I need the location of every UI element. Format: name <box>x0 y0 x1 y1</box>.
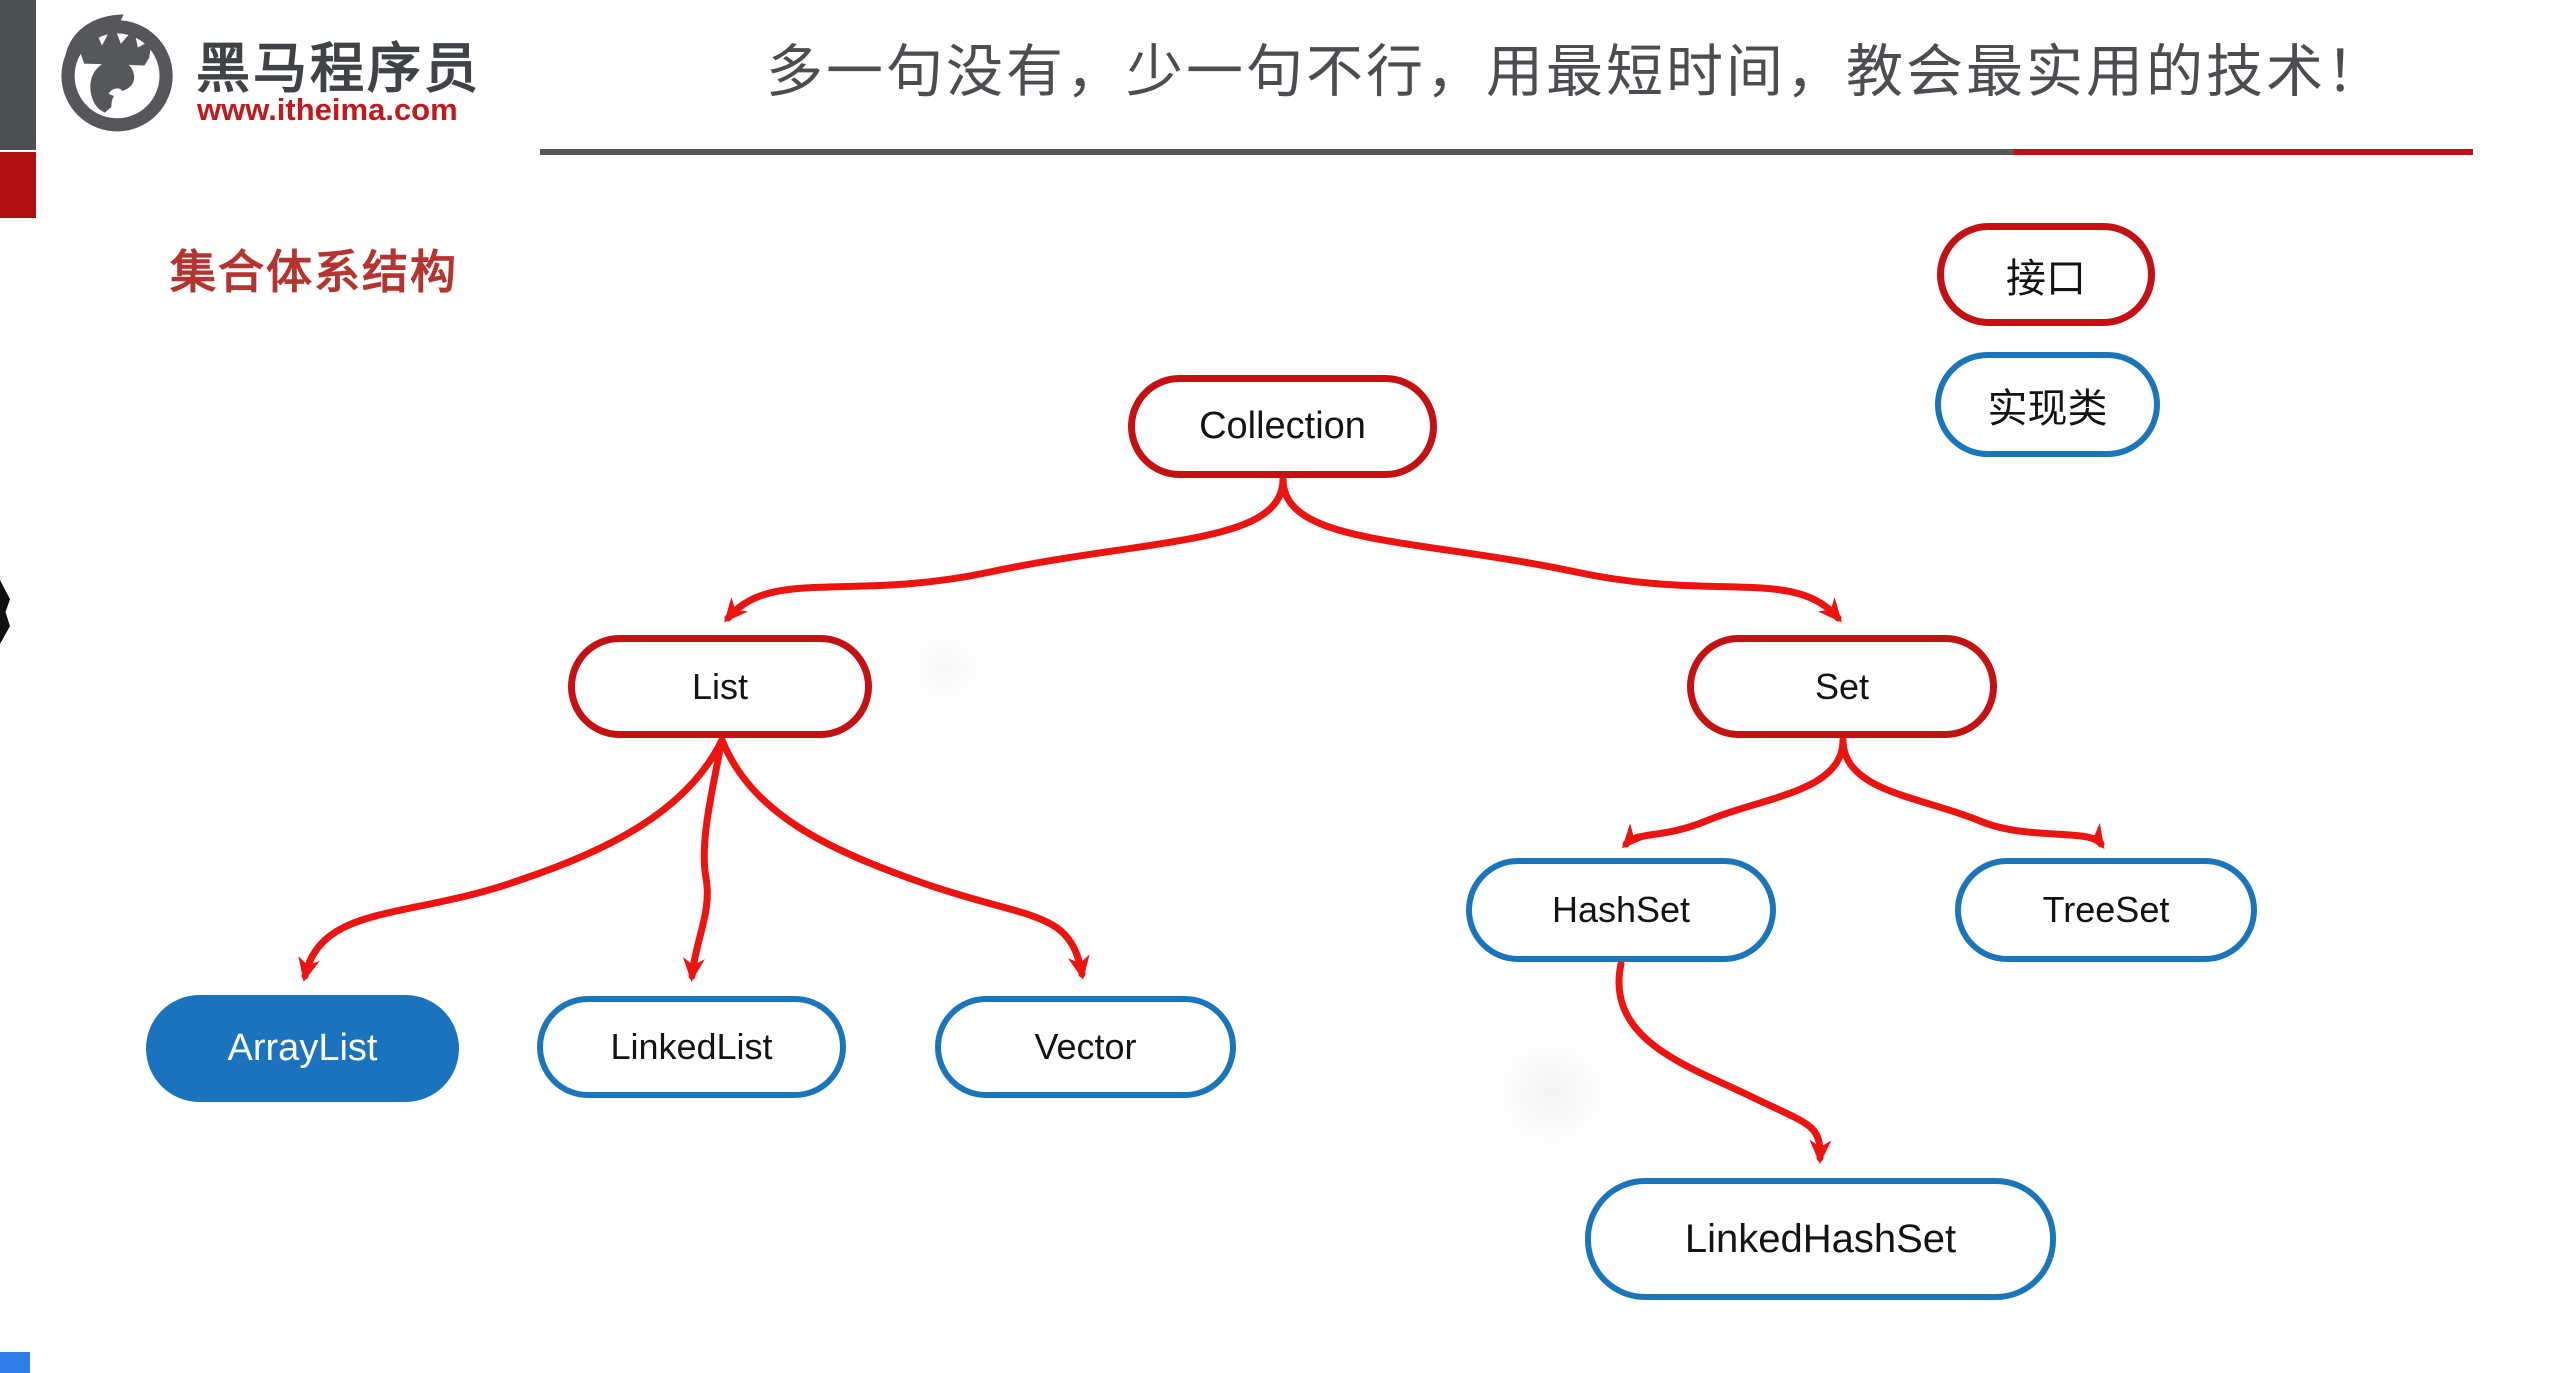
left-edge-artifact <box>0 580 10 644</box>
node-linkedlist: LinkedList <box>537 996 846 1098</box>
edge-set-to-treeset <box>1839 736 2105 849</box>
node-treeset-label: TreeSet <box>2042 889 2170 930</box>
node-linkedhashset-label: LinkedHashSet <box>1684 1216 1957 1261</box>
page-title: 集合体系结构 <box>170 246 458 298</box>
header-rule-red <box>2013 149 2473 155</box>
edge-list-to-arraylist <box>298 736 726 982</box>
legend-interface-pill: 接口 <box>1937 223 2155 326</box>
node-linkedlist-label: LinkedList <box>610 1026 773 1067</box>
legend-class-label: 实现类 <box>1987 386 2108 431</box>
brand-url: www.itheima.com <box>197 92 458 127</box>
edge-set-to-hashset <box>1621 736 1847 849</box>
node-hashset-label: HashSet <box>1551 889 1691 930</box>
header-rule-gray <box>540 149 2013 155</box>
edge-hashset-to-linkedhashset <box>1615 960 1832 1164</box>
node-arraylist-label: ArrayList <box>227 1027 378 1069</box>
node-treeset: TreeSet <box>1955 858 2257 962</box>
legend-interface-label: 接口 <box>2006 256 2086 301</box>
legend-class-pill: 实现类 <box>1935 352 2160 457</box>
node-collection: Collection <box>1128 375 1437 478</box>
edge-collection-to-set <box>1279 475 1842 623</box>
left-accent-bar-red <box>0 152 36 218</box>
node-vector-label: Vector <box>1034 1026 1137 1067</box>
edge-list-to-linkedlist <box>682 736 726 982</box>
node-collection-label: Collection <box>1199 405 1366 447</box>
bottom-left-corner-artifact <box>0 1352 30 1373</box>
node-set-label: Set <box>1814 665 1870 707</box>
faint-smudge <box>1490 1032 1612 1154</box>
left-accent-bar-gray <box>0 0 36 150</box>
brand-name: 黑马程序员 <box>196 39 481 99</box>
node-arraylist: ArrayList <box>146 995 459 1102</box>
node-vector: Vector <box>935 996 1236 1098</box>
horse-logo-icon <box>52 6 184 140</box>
edge-collection-to-list <box>724 475 1287 623</box>
header-slogan: 多一句没有，少一句不行，用最短时间，教会最实用的技术！ <box>766 39 2386 105</box>
node-list-label: List <box>691 665 749 707</box>
edge-list-to-vector <box>718 736 1090 980</box>
node-set: Set <box>1687 635 1997 738</box>
node-list: List <box>568 635 872 738</box>
node-hashset: HashSet <box>1466 858 1776 962</box>
faint-smudge <box>905 626 989 710</box>
node-linkedhashset: LinkedHashSet <box>1585 1178 2056 1300</box>
